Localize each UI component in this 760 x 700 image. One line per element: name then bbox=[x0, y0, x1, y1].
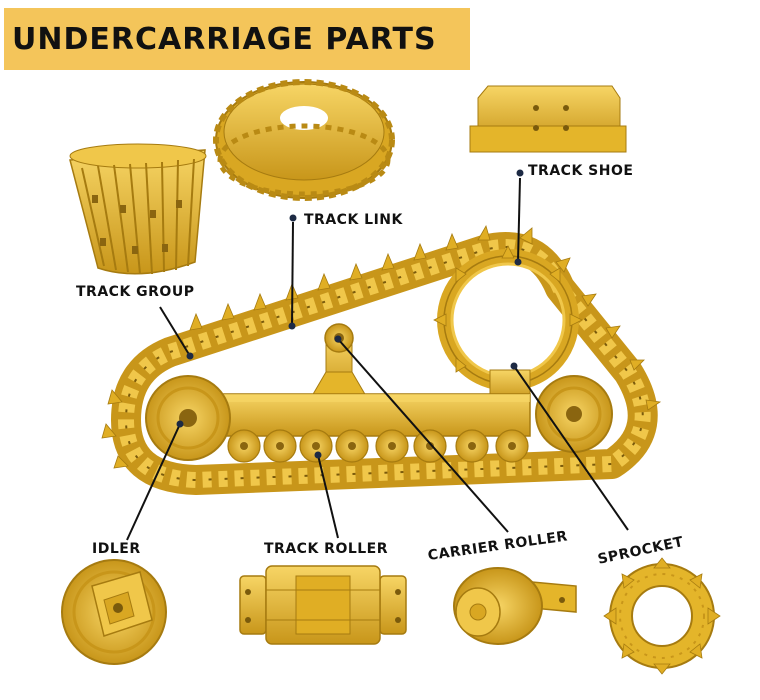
page-title: UNDERCARRIAGE PARTS bbox=[12, 21, 437, 57]
leader-track-group bbox=[159, 306, 191, 357]
label-track-roller: TRACK ROLLER bbox=[264, 541, 389, 557]
label-track-link: TRACK LINK bbox=[304, 212, 403, 228]
idler-image bbox=[61, 559, 167, 665]
leader-track-shoe bbox=[517, 177, 521, 263]
leader-track-roller bbox=[317, 454, 339, 539]
label-track-group: TRACK GROUP bbox=[76, 284, 195, 300]
label-idler: IDLER bbox=[92, 541, 141, 557]
track-roller-image bbox=[239, 565, 407, 645]
leader-lines bbox=[126, 177, 629, 541]
label-track-shoe: TRACK SHOE bbox=[528, 163, 634, 179]
carrier-roller-image bbox=[453, 567, 577, 645]
leader-sprocket bbox=[513, 365, 629, 531]
undercarriage-assembly bbox=[101, 224, 662, 495]
track-link-image bbox=[213, 79, 395, 201]
sprocket-image bbox=[603, 557, 721, 675]
leader-idler bbox=[126, 423, 181, 541]
leader-track-link bbox=[291, 221, 294, 327]
track-group-image bbox=[69, 143, 207, 275]
track-shoe-image bbox=[469, 85, 627, 153]
leader-dots bbox=[176, 169, 524, 459]
title-banner: UNDERCARRIAGE PARTS bbox=[4, 8, 470, 70]
leader-carrier-roller bbox=[337, 338, 509, 533]
